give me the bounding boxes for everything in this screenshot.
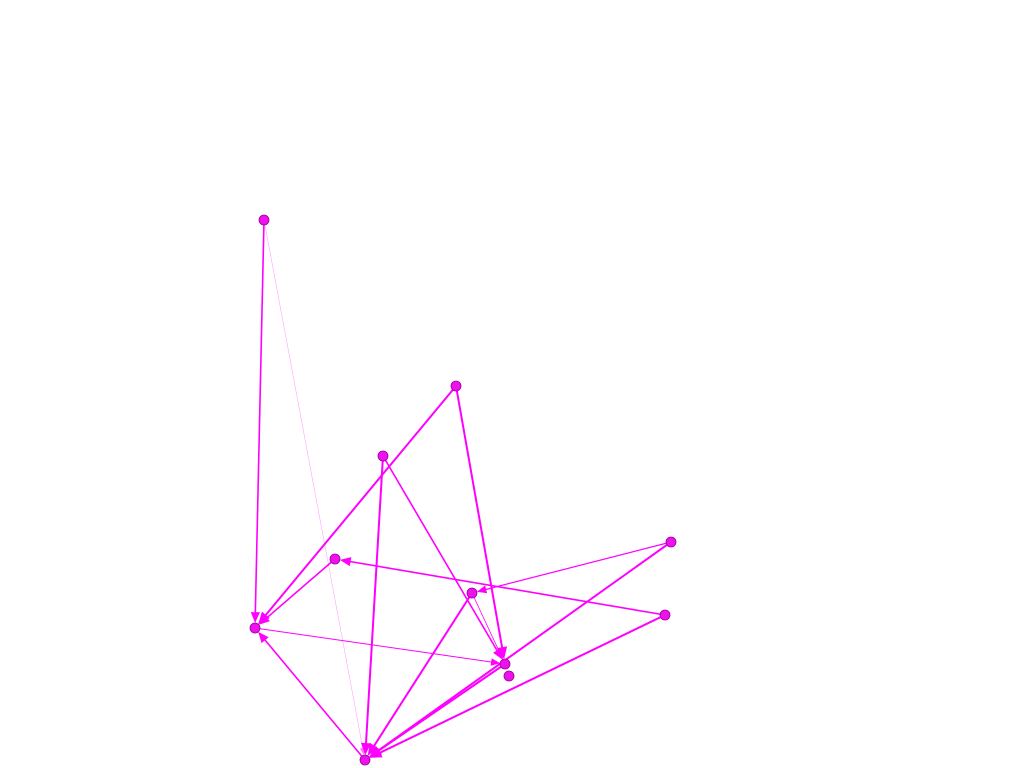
edge-line (471, 592, 500, 653)
nodes-layer (249, 214, 677, 766)
edge-n8-n11 (369, 614, 666, 758)
edge-line (378, 663, 506, 752)
edge-n7-n10 (254, 627, 501, 666)
edge-arrowhead (250, 612, 260, 624)
edge-n3-n10 (382, 455, 503, 660)
edge-arrowhead (496, 650, 503, 660)
node-n5[interactable] (665, 536, 677, 548)
edge-n10-n11 (369, 663, 506, 758)
edge-n6-n11 (367, 592, 473, 756)
edge-n1-n7 (250, 219, 265, 624)
node-n8[interactable] (659, 609, 671, 621)
edge-n8-n4 (339, 557, 666, 616)
edge-n2-n10 (455, 385, 508, 660)
edge-line (485, 541, 672, 590)
edge-n11-n7 (258, 631, 366, 761)
edge-n2-n7 (258, 385, 457, 625)
edge-line (373, 592, 473, 747)
edge-n4-n7 (258, 558, 336, 625)
edge-n1-n11 (263, 219, 366, 756)
edge-arrowhead (367, 742, 379, 756)
edge-arrowhead (258, 614, 270, 625)
node-n7[interactable] (249, 622, 261, 634)
edges-layer (250, 219, 672, 761)
edge-n5-n11 (369, 541, 672, 758)
node-n11[interactable] (359, 754, 371, 766)
edge-arrowhead (369, 746, 382, 758)
edge-line (266, 558, 336, 619)
edge-line (263, 219, 363, 749)
node-n4[interactable] (329, 553, 341, 565)
edge-line (349, 560, 666, 616)
edge-n6-n10 (471, 592, 503, 660)
edge-line (254, 219, 265, 614)
edge-line (254, 627, 492, 663)
edge-arrowhead (339, 557, 352, 567)
edge-line (455, 385, 504, 649)
edge-n5-n6 (476, 541, 672, 594)
edge-n3-n11 (360, 455, 384, 756)
edge-arrowhead (490, 658, 501, 666)
edge-line (379, 614, 666, 754)
edge-line (382, 455, 498, 652)
node-n10[interactable] (499, 658, 511, 670)
edge-arrowhead (258, 631, 269, 644)
node-n6[interactable] (466, 587, 478, 599)
edge-line (377, 541, 672, 752)
node-n1[interactable] (258, 214, 270, 226)
edge-line (264, 385, 457, 616)
node-n9[interactable] (503, 670, 515, 682)
edge-arrowhead (476, 585, 488, 594)
edge-line (365, 455, 384, 745)
edge-line (264, 639, 366, 761)
edge-arrowhead (360, 742, 372, 756)
node-n2[interactable] (450, 380, 462, 392)
node-n3[interactable] (377, 450, 389, 462)
